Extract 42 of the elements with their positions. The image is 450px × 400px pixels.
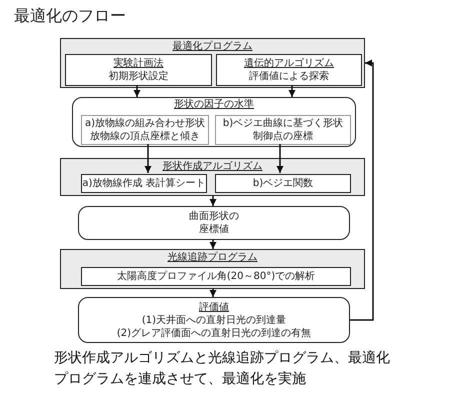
- body-text: 曲面形状の座標値: [188, 210, 240, 236]
- body-text: 初期形状設定: [108, 70, 168, 83]
- process-box: [72, 97, 356, 147]
- process-box: [81, 267, 351, 286]
- process-box: [215, 174, 351, 193]
- arrow: [210, 289, 216, 297]
- heading-text: 光線追跡プログラム: [168, 251, 258, 264]
- program-panel: [60, 158, 365, 196]
- program-panel: [60, 38, 365, 88]
- process-box: [78, 206, 350, 240]
- body-text: b)ベジエ曲線に基づく形状: [222, 117, 344, 130]
- heading-text: 最適化プログラム: [172, 40, 252, 53]
- arrow: [144, 144, 152, 173]
- arrow: [210, 240, 216, 249]
- process-box: [216, 54, 362, 86]
- body-text: (1)天井面への直射日光の到達量: [142, 314, 286, 326]
- process-box: [81, 174, 207, 193]
- process-box: [65, 54, 212, 86]
- arrow: [276, 144, 284, 173]
- caption: 形状作成アルゴリズムと光線追跡プログラム、最適化プログラムを連成させて、最適化を実施: [54, 349, 391, 389]
- arrow: [210, 196, 216, 206]
- body-text: (2)グレア評価面への直射日光の到達の有無: [116, 326, 312, 340]
- diagram-title: 最適化のフロー: [14, 6, 126, 27]
- heading-text: 遺伝的アルゴリズム: [244, 57, 334, 70]
- body-text: 制御点の座標: [253, 130, 313, 143]
- heading-text: 形状作成アルゴリズム: [162, 160, 262, 173]
- process-box: [81, 115, 209, 145]
- body-text: b)ベジエ関数: [252, 177, 314, 190]
- body-text: a)放物線の組み合わせ形状: [84, 117, 206, 130]
- arrow: [350, 60, 374, 321]
- process-box: [78, 297, 350, 343]
- heading-text: 形状の因子の水準: [174, 98, 254, 111]
- process-box: [215, 115, 351, 145]
- body-text: a)放物線作成 表計算シート: [82, 177, 206, 190]
- body-text: 太陽高度プロファイル角(20～80°)での解析: [116, 270, 316, 283]
- heading-text: 評価値: [199, 300, 229, 314]
- body-text: 放物線の頂点座標と傾き: [90, 130, 200, 143]
- program-panel: [60, 249, 365, 289]
- arrow: [288, 85, 296, 97]
- body-text: 評価値による探索: [249, 70, 329, 83]
- heading-text: 実験計画法: [114, 57, 164, 70]
- arrow: [134, 85, 140, 97]
